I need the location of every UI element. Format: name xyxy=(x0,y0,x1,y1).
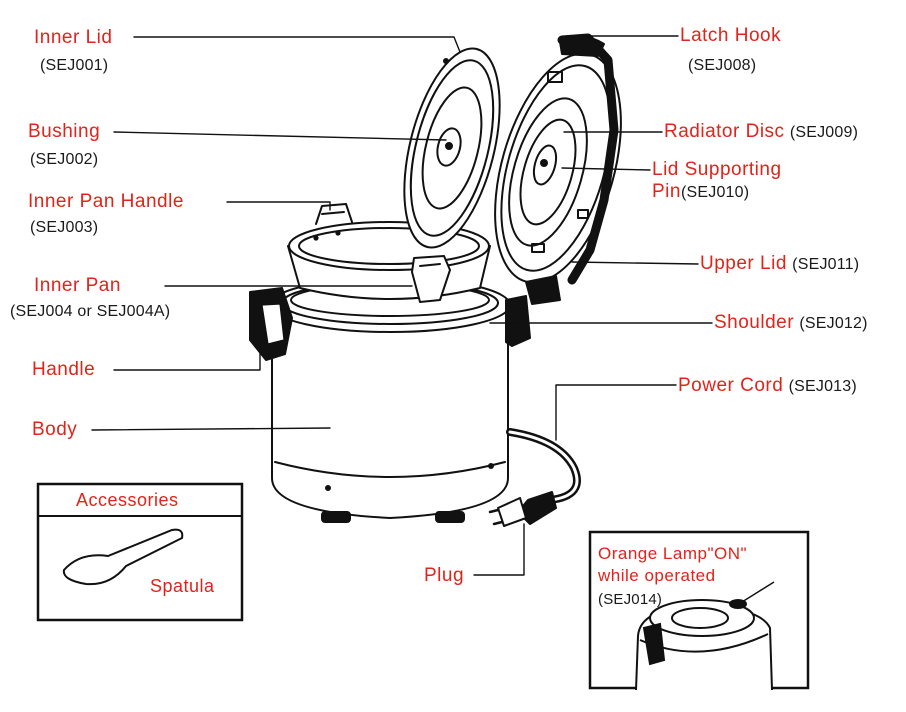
label-inner-pan: Inner Pan xyxy=(34,275,121,296)
code-radiator-disc: (SEJ009) xyxy=(789,124,859,141)
label-power-cord: Power Cord xyxy=(678,375,784,396)
code-shoulder: (SEJ012) xyxy=(799,315,868,332)
lamp-inset-line2: while operated xyxy=(598,566,716,585)
label-latch-hook: Latch Hook xyxy=(680,25,782,46)
code-power-cord: (SEJ013) xyxy=(788,378,857,395)
label-radiator-disc: Radiator Disc xyxy=(664,121,785,142)
label-lid-supporting-pin-line1: Lid Supporting xyxy=(652,159,782,180)
plug-part xyxy=(497,497,527,527)
lamp-inset-code: (SEJ014) xyxy=(598,591,663,608)
accessories-spatula-label: Spatula xyxy=(150,576,215,596)
label-inner-pan-handle: Inner Pan Handle xyxy=(28,191,184,212)
lamp-inset-box xyxy=(588,530,810,691)
label-inner-lid: Inner Lid xyxy=(34,27,113,48)
label-upper-lid: Upper Lid xyxy=(700,253,787,274)
label-upper-lid-row: Upper Lid (SEJ011) xyxy=(700,254,859,275)
right-handle xyxy=(505,295,531,347)
accessories-title: Accessories xyxy=(76,490,179,510)
accessories-box xyxy=(36,482,244,622)
code-latch-hook: (SEJ008) xyxy=(688,57,757,74)
code-inner-pan: (SEJ004 or SEJ004A) xyxy=(10,303,171,320)
code-inner-pan-handle: (SEJ003) xyxy=(30,219,99,236)
upper-lid xyxy=(494,33,622,305)
spatula-icon xyxy=(62,528,184,586)
code-lid-supporting-pin: (SEJ010) xyxy=(680,184,750,201)
power-cord xyxy=(488,428,581,527)
leader-lines xyxy=(91,35,713,576)
label-plug: Plug xyxy=(424,565,465,586)
label-body: Body xyxy=(32,419,78,440)
label-handle: Handle xyxy=(32,359,96,380)
label-lid-supporting-pin-row: Pin(SEJ010) xyxy=(652,182,749,203)
code-upper-lid: (SEJ011) xyxy=(792,256,860,273)
label-lid-supporting-pin-line2: Pin xyxy=(652,181,681,202)
label-bushing: Bushing xyxy=(28,121,101,142)
code-inner-lid: (SEJ001) xyxy=(40,57,109,74)
label-shoulder: Shoulder xyxy=(714,312,795,333)
lamp-inset-line1: Orange Lamp"ON" xyxy=(598,544,748,563)
code-bushing: (SEJ002) xyxy=(30,151,99,168)
label-power-cord-row: Power Cord (SEJ013) xyxy=(678,376,857,397)
label-shoulder-row: Shoulder (SEJ012) xyxy=(714,313,868,334)
label-radiator-disc-row: Radiator Disc (SEJ009) xyxy=(664,122,858,143)
latch-hook-part xyxy=(559,35,605,57)
cooker-body xyxy=(269,277,511,523)
